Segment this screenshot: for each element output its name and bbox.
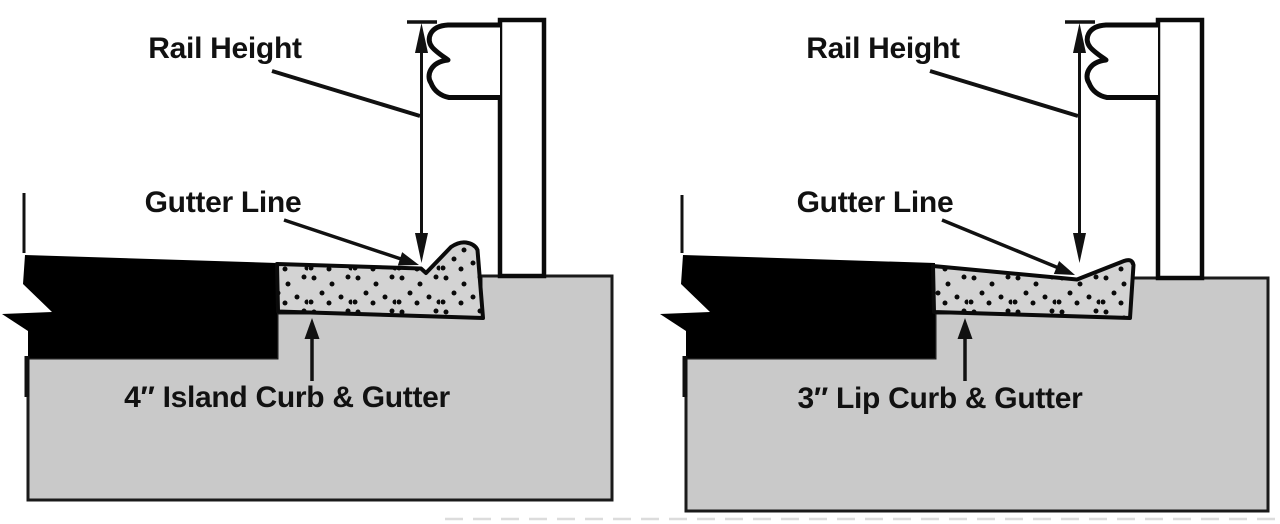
gutter-line-leader-line bbox=[941, 218, 1067, 273]
island-curb-gutter-slab bbox=[275, 240, 485, 320]
rail-height-label: Rail Height bbox=[148, 32, 302, 65]
rail-height-leader-line bbox=[929, 69, 1079, 118]
gutter-line-label: Gutter Line bbox=[797, 186, 954, 219]
arrow-up-icon bbox=[415, 23, 428, 53]
arrow-up-icon bbox=[1073, 23, 1086, 53]
lip-curb-caption: 3″ Lip Curb & Gutter bbox=[797, 382, 1083, 415]
lip-curb-diagram: Rail Height Gutter Line 3″ Lip Curb & Gu… bbox=[660, 17, 1270, 513]
rail-height-leader-line bbox=[271, 69, 421, 118]
arrow-down-icon bbox=[415, 233, 428, 263]
asphalt-pavement bbox=[2, 255, 277, 358]
gutter-line-label: Gutter Line bbox=[145, 186, 302, 219]
w-beam-rail-profile bbox=[1084, 22, 1158, 100]
guardrail-post bbox=[497, 17, 547, 279]
w-beam-rail-profile bbox=[426, 22, 500, 100]
lip-curb-gutter-slab bbox=[931, 258, 1136, 320]
gutter-line-leader-line bbox=[283, 218, 411, 264]
leader-arrowhead-icon bbox=[1053, 261, 1075, 275]
arrow-up-icon bbox=[304, 318, 320, 339]
island-curb-caption: 4″ Island Curb & Gutter bbox=[124, 381, 450, 414]
arrow-down-icon bbox=[1073, 233, 1086, 263]
rail-height-label: Rail Height bbox=[806, 32, 960, 65]
island-curb-diagram: Rail Height Gutter Line 4″ Island Curb &… bbox=[2, 17, 614, 502]
asphalt-pavement bbox=[660, 255, 935, 358]
arrow-up-icon bbox=[957, 318, 973, 339]
guardrail-post bbox=[1155, 17, 1205, 281]
leader-arrowhead-icon bbox=[397, 252, 419, 266]
